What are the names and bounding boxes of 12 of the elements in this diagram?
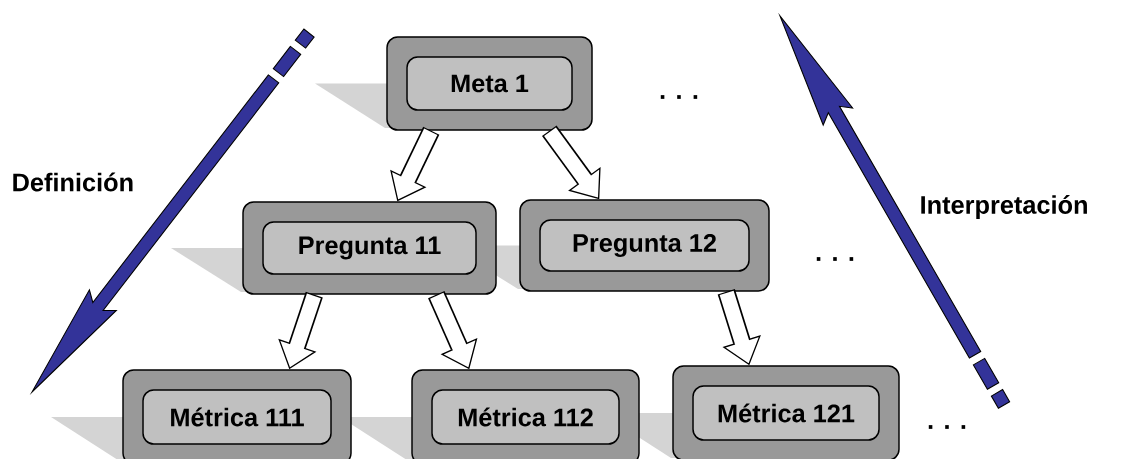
dots-text: . . . xyxy=(660,95,698,99)
nested-box: Pregunta 11 xyxy=(242,201,497,295)
nested-box: Pregunta 12 xyxy=(519,199,770,292)
nested-box: Métrica 111 xyxy=(122,369,352,459)
side-label: Interpretación xyxy=(921,195,1087,219)
side-label: Definición xyxy=(13,172,133,192)
block-arrow xyxy=(542,125,601,200)
nested-box: Meta 1 xyxy=(386,36,593,131)
nested-box: Métrica 121 xyxy=(672,365,900,459)
nested-box: Métrica 112 xyxy=(411,369,640,459)
dots-text: . . . xyxy=(928,425,966,429)
dots-text: . . . xyxy=(816,257,854,261)
